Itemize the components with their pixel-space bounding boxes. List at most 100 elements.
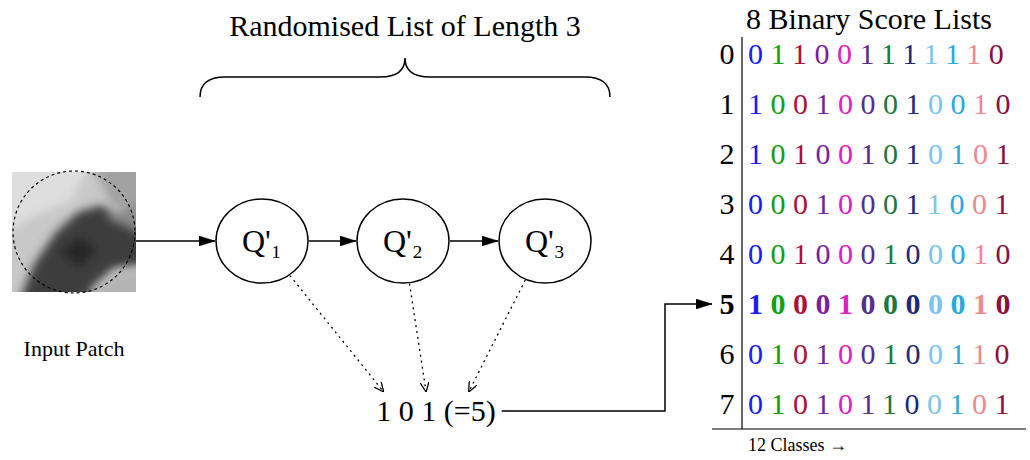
row-index: 6 [712, 334, 742, 374]
score-cell: 101001010101 [748, 134, 1018, 174]
score-digit: 0 [838, 387, 861, 420]
question-label: Q'₂ [383, 222, 423, 260]
bit-output-arrow [469, 280, 526, 392]
score-digit: 0 [883, 187, 906, 220]
score-digit: 1 [966, 37, 989, 70]
score-digit: 0 [816, 137, 839, 170]
row-index-cell: 4 [712, 234, 742, 274]
score-digit: 0 [748, 37, 771, 70]
score-digit: 0 [989, 37, 1012, 70]
score-digit: 0 [838, 187, 861, 220]
score-digit: 0 [838, 137, 861, 170]
score-digit: 1 [949, 387, 972, 420]
score-digit: 0 [861, 187, 884, 220]
patch-lower-area [96, 272, 136, 292]
score-digit: 0 [996, 237, 1019, 270]
binary-score-list: 010100100110 [748, 334, 1017, 374]
score-digit: 0 [972, 387, 995, 420]
score-digit: 1 [973, 87, 996, 120]
score-digit: 0 [927, 387, 950, 420]
bit-output-arrow [410, 284, 427, 392]
sample-circle [13, 171, 135, 293]
question-label: Q'₁ [242, 222, 282, 260]
score-digit: 1 [951, 137, 974, 170]
score-cell: 001000100010 [748, 234, 1018, 274]
table-bottom-rule [712, 428, 1026, 429]
row-index-cell: 1 [712, 84, 742, 124]
score-digit: 0 [906, 337, 929, 370]
flow-arrow [309, 240, 356, 242]
score-digit: 1 [816, 87, 839, 120]
score-digit: 1 [945, 37, 966, 70]
score-digit: 0 [748, 337, 771, 370]
score-cell: 011001111110 [748, 34, 1011, 74]
score-digit: 0 [906, 237, 929, 270]
score-digit: 1 [793, 137, 816, 170]
score-digit: 0 [906, 287, 929, 320]
score-digit: 0 [928, 287, 951, 320]
score-digit: 0 [838, 337, 861, 370]
patch-label: Input Patch [12, 336, 136, 362]
score-cell: 010100100110 [748, 334, 1017, 374]
score-digit: 0 [793, 187, 816, 220]
row-index: 1 [712, 84, 742, 124]
patch-dark-core [58, 236, 98, 268]
score-digit: 0 [996, 287, 1019, 320]
flow-arrow [502, 304, 712, 411]
score-digit: 0 [748, 387, 771, 420]
score-digit: 0 [771, 287, 794, 320]
table-heading: 8 Binary Score Lists [712, 2, 1026, 36]
row-index-cell: 3 [712, 184, 742, 224]
question-node: Q'₃ [498, 198, 592, 284]
score-digit: 1 [771, 337, 794, 370]
score-digit: 1 [816, 337, 839, 370]
score-digit: 1 [748, 87, 771, 120]
score-digit: 1 [748, 137, 771, 170]
score-digit: 1 [881, 37, 902, 70]
score-digit: 0 [838, 87, 861, 120]
row-index: 0 [712, 34, 742, 74]
score-digit: 0 [771, 137, 794, 170]
score-digit: 0 [861, 337, 884, 370]
score-digit: 0 [793, 387, 816, 420]
score-digit: 1 [861, 387, 882, 420]
patch-dark-blob [18, 205, 136, 292]
score-digit: 1 [972, 337, 995, 370]
row-index-cell: 7 [712, 384, 742, 424]
score-digit: 1 [883, 237, 906, 270]
score-digit: 1 [927, 187, 950, 220]
score-digit: 1 [994, 387, 1017, 420]
row-index: 3 [712, 184, 742, 224]
score-digit: 0 [883, 137, 906, 170]
title-box: Randomised List of Length 3 [229, 8, 581, 44]
score-digit: 0 [771, 187, 794, 220]
score-digit: 0 [928, 337, 951, 370]
score-digit: 0 [793, 287, 816, 320]
score-digit: 1 [771, 37, 792, 70]
score-digit: 0 [951, 237, 974, 270]
score-digit: 0 [793, 337, 816, 370]
score-cell: 100010000010 [748, 284, 1018, 324]
score-digit: 1 [771, 387, 794, 420]
score-digit: 1 [902, 37, 923, 70]
score-digit: 0 [861, 237, 884, 270]
binary-score-list: 000100011001 [748, 184, 1017, 224]
diagram-title: Randomised List of Length 3 [229, 8, 581, 44]
bit-output-arrow [290, 276, 384, 392]
score-digit: 1 [906, 187, 927, 220]
binary-score-list: 011001111110 [748, 34, 1011, 74]
score-digit: 1 [838, 287, 861, 320]
score-digit: 0 [994, 337, 1017, 370]
row-index-cell: 2 [712, 134, 742, 174]
score-digit: 1 [816, 187, 839, 220]
score-digit: 1 [883, 337, 906, 370]
score-digit: 0 [904, 387, 927, 420]
question-node: Q'₂ [356, 198, 450, 284]
score-digit: 0 [838, 237, 861, 270]
score-digit: 0 [861, 87, 884, 120]
binary-score-list: 101001010101 [748, 134, 1018, 174]
ellipse-shape [499, 199, 591, 283]
score-digit: 1 [994, 187, 1017, 220]
score-digit: 1 [816, 387, 839, 420]
